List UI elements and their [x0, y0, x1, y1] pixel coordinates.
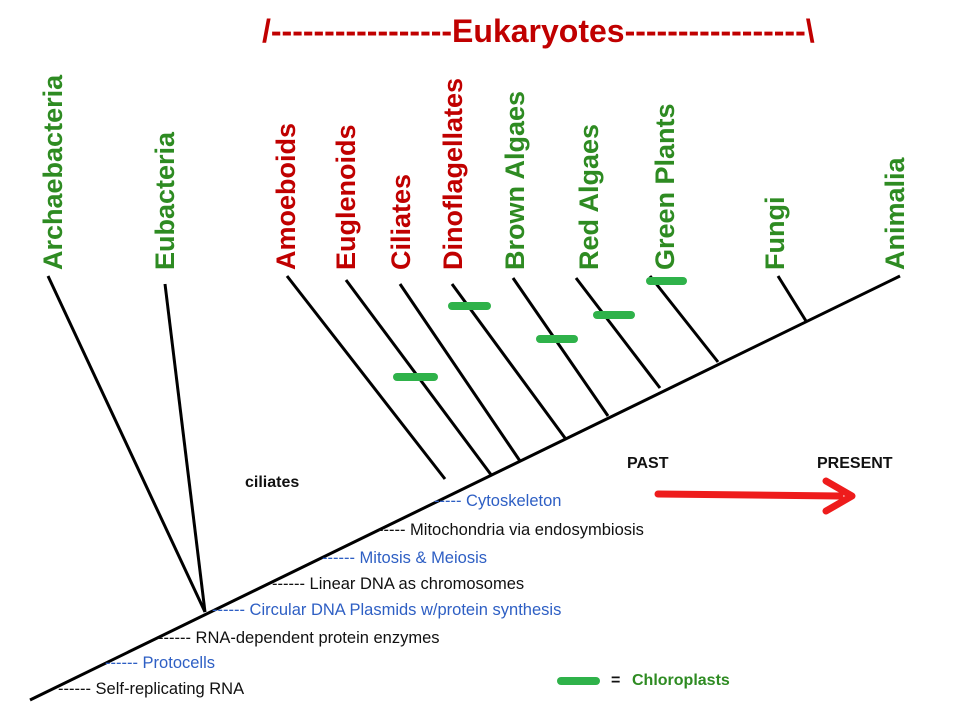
- timeline-arrow-shaft: [654, 490, 844, 500]
- branch-brown-algaes: [511, 277, 610, 417]
- timeline-present-label: PRESENT: [817, 455, 893, 472]
- milestone-label: ----- Cytoskeleton: [434, 492, 561, 510]
- taxon-label-archaebacteria: Archaebacteria: [38, 74, 68, 270]
- ciliates-note: ciliates: [245, 474, 299, 491]
- taxon-label-green-plants: Green Plants: [650, 103, 680, 270]
- milestone-label: ------ Self-replicating RNA: [58, 680, 244, 698]
- milestone-label: ------ Circular DNA Plasmids w/protein s…: [212, 601, 561, 619]
- taxon-label-red-algaes: Red Algaes: [574, 124, 604, 270]
- timeline-past-label: PAST: [627, 455, 669, 472]
- branch-red-algaes: [574, 277, 662, 389]
- milestone-label: ----- Mitochondria via endosymbiosis: [378, 521, 644, 539]
- branch-amoeboids: [285, 275, 447, 480]
- taxon-label-brown-algaes: Brown Algaes: [500, 91, 530, 270]
- branch-green-plants: [648, 275, 720, 363]
- milestone-label: ------ RNA-dependent protein enzymes: [158, 629, 440, 647]
- taxon-label-eubacteria: Eubacteria: [150, 131, 180, 270]
- milestone-label: ------ Linear DNA as chromosomes: [272, 575, 524, 593]
- legend-label: Chloroplasts: [632, 672, 730, 689]
- taxon-label-fungi: Fungi: [760, 197, 790, 270]
- taxon-label-ciliates: Ciliates: [386, 174, 416, 270]
- eukaryotes-header: /-----------------Eukaryotes------------…: [262, 13, 815, 49]
- taxon-label-euglenoids: Euglenoids: [331, 124, 361, 270]
- legend-equals: =: [611, 672, 620, 689]
- branch-fungi: [776, 275, 808, 322]
- milestone-label: ------ Mitosis & Meiosis: [322, 549, 487, 567]
- branch-eubacteria: [163, 283, 207, 613]
- tree-trunk: [29, 274, 901, 702]
- taxon-label-dinoflagellates: Dinoflagellates: [438, 78, 468, 270]
- branch-ciliates: [398, 283, 522, 462]
- taxon-label-amoeboids: Amoeboids: [271, 123, 301, 270]
- taxon-label-animalia: Animalia: [880, 156, 910, 270]
- milestone-label: ------ Protocells: [105, 654, 215, 672]
- timeline-arrow-head: [822, 477, 856, 515]
- branch-archaebacteria: [46, 275, 207, 613]
